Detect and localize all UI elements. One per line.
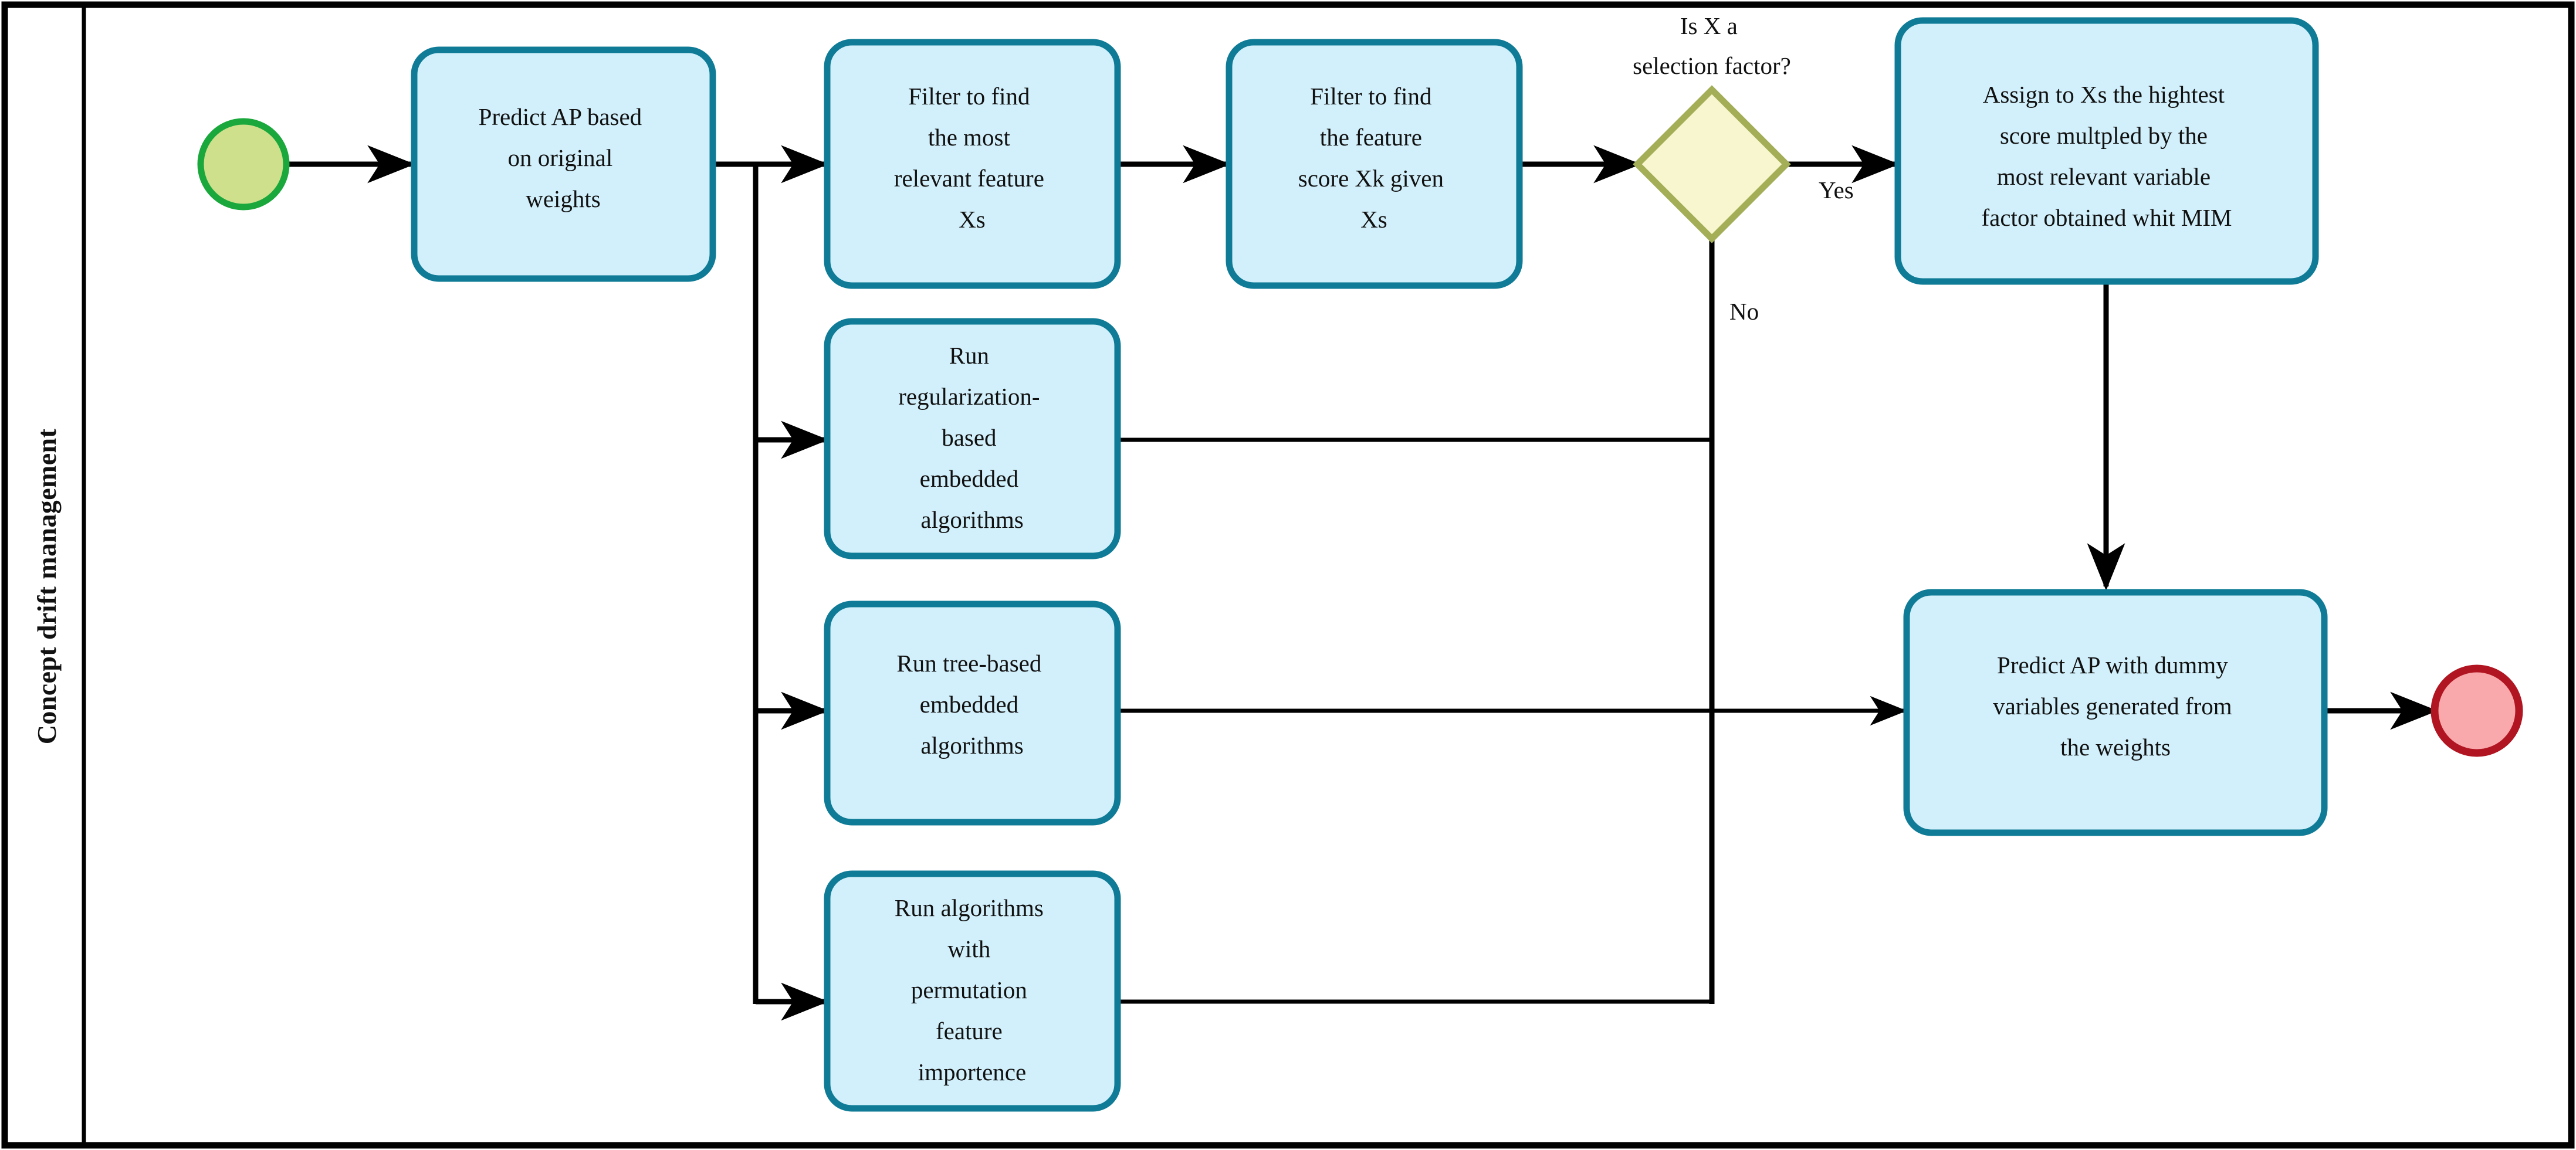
task-filter-relevant-feature[interactable] xyxy=(824,39,1121,289)
end-event[interactable] xyxy=(2431,664,2523,757)
task-run-regularization-embedded[interactable] xyxy=(824,318,1121,559)
task-run-permutation-importance[interactable] xyxy=(824,870,1121,1112)
start-event[interactable] xyxy=(197,118,290,211)
gateway-is-x-selection-factor[interactable] xyxy=(1633,85,1791,243)
task-run-tree-embedded[interactable] xyxy=(824,601,1121,826)
task-predict-ap-original[interactable] xyxy=(411,46,716,282)
task-assign-highest-score[interactable] xyxy=(1894,17,2319,285)
task-predict-ap-dummy[interactable] xyxy=(1903,589,2328,836)
task-filter-feature-score[interactable] xyxy=(1226,39,1523,289)
